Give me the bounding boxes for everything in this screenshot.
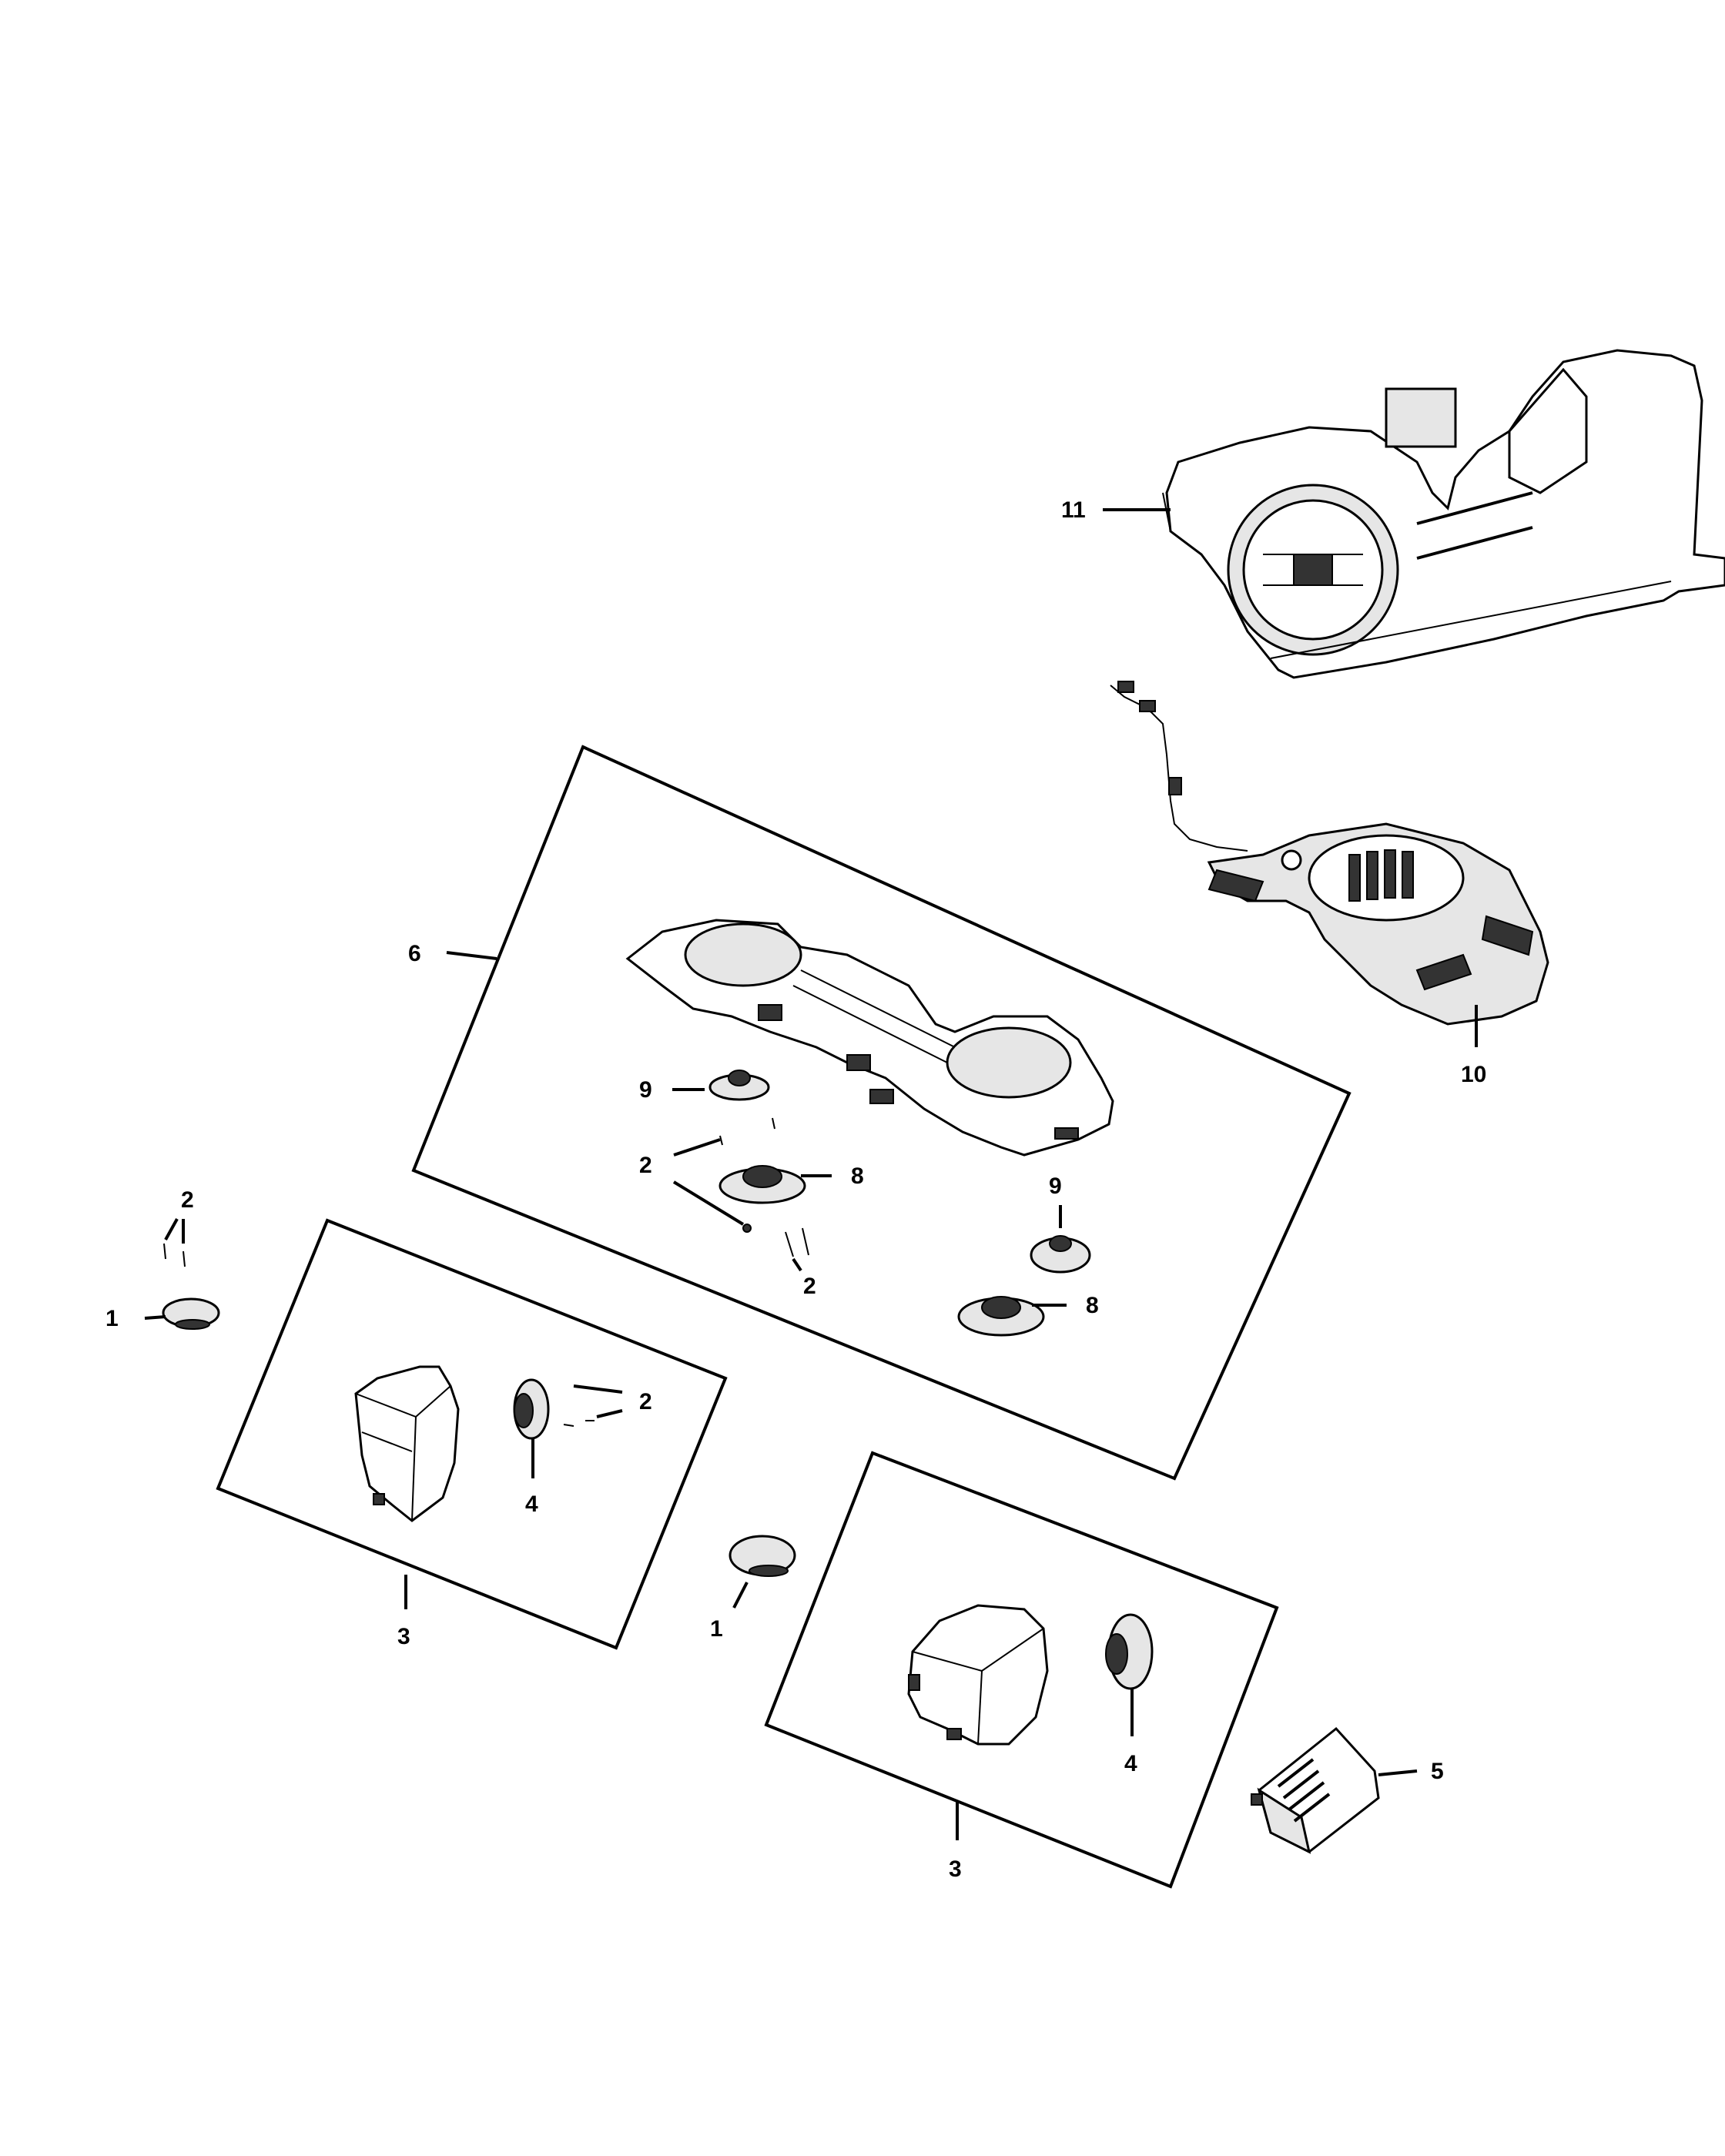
callout-1-left: 1 — [106, 1306, 119, 1331]
part-5-amplifier — [1251, 1726, 1380, 1854]
box-6-assembly-outline — [411, 745, 1352, 1481]
part-9-tweeter-lower — [1030, 1235, 1091, 1274]
part-2-screws-box3 — [563, 1420, 595, 1427]
leader-1-center — [732, 1582, 749, 1609]
box-3-right-outline — [764, 1451, 1279, 1889]
subwoofer-grille — [1348, 849, 1414, 902]
part-8-midrange-upper — [718, 1165, 806, 1204]
part-1-cap-left — [162, 1297, 220, 1330]
part-8-midrange-lower — [957, 1296, 1045, 1337]
amplifier-heat-sink — [1277, 1758, 1331, 1823]
leader-2-box6-diag — [672, 1180, 745, 1226]
callout-2-box3: 2 — [639, 1389, 652, 1414]
callout-4-right: 4 — [1124, 1751, 1137, 1776]
callout-9-lower: 9 — [1049, 1173, 1062, 1199]
leader-2-box3-b — [596, 1409, 623, 1418]
part-3-enclosure-left — [354, 1365, 460, 1522]
callout-4-left: 4 — [525, 1491, 538, 1517]
callout-6: 6 — [408, 941, 421, 966]
leader-2-box3-a — [573, 1384, 623, 1394]
callout-8-upper: 8 — [851, 1163, 864, 1189]
callout-2-far-left: 2 — [181, 1187, 194, 1213]
box-3-left-outline — [216, 1218, 728, 1650]
callout-2-box6-upper: 2 — [639, 1153, 652, 1178]
leader-2-box6-upper — [673, 1138, 721, 1157]
part-3-enclosure-right — [907, 1604, 1049, 1746]
callout-3-left: 3 — [397, 1624, 410, 1649]
part-10-subwoofer — [1110, 681, 1549, 1026]
leader-5 — [1378, 1769, 1418, 1776]
part-4-speaker-right — [1105, 1613, 1154, 1690]
part-9-tweeter-upper — [708, 1070, 770, 1101]
part-1-cap-center — [729, 1535, 796, 1577]
part-2-screws-box6 — [719, 1117, 809, 1257]
callout-3-right: 3 — [949, 1856, 962, 1882]
leader-1-left — [144, 1315, 166, 1320]
part-2-screws-far-left — [163, 1243, 186, 1267]
callout-9-upper: 9 — [639, 1077, 652, 1103]
callout-11: 11 — [1061, 497, 1086, 523]
callout-5: 5 — [1431, 1759, 1444, 1784]
leader-2-far-left-a — [164, 1218, 179, 1240]
part-6-speaker-housing — [625, 919, 1114, 1157]
callout-8-lower: 8 — [1086, 1293, 1099, 1318]
part-4-speaker-left — [513, 1378, 550, 1440]
leader-6 — [446, 951, 497, 960]
callout-1-center: 1 — [710, 1616, 723, 1642]
part-11-subwoofer-enclosure — [1162, 349, 1725, 679]
callout-10: 10 — [1461, 1062, 1486, 1087]
callout-2-box6-lower: 2 — [803, 1274, 816, 1299]
leader-2-box6-lower-a — [792, 1257, 802, 1272]
